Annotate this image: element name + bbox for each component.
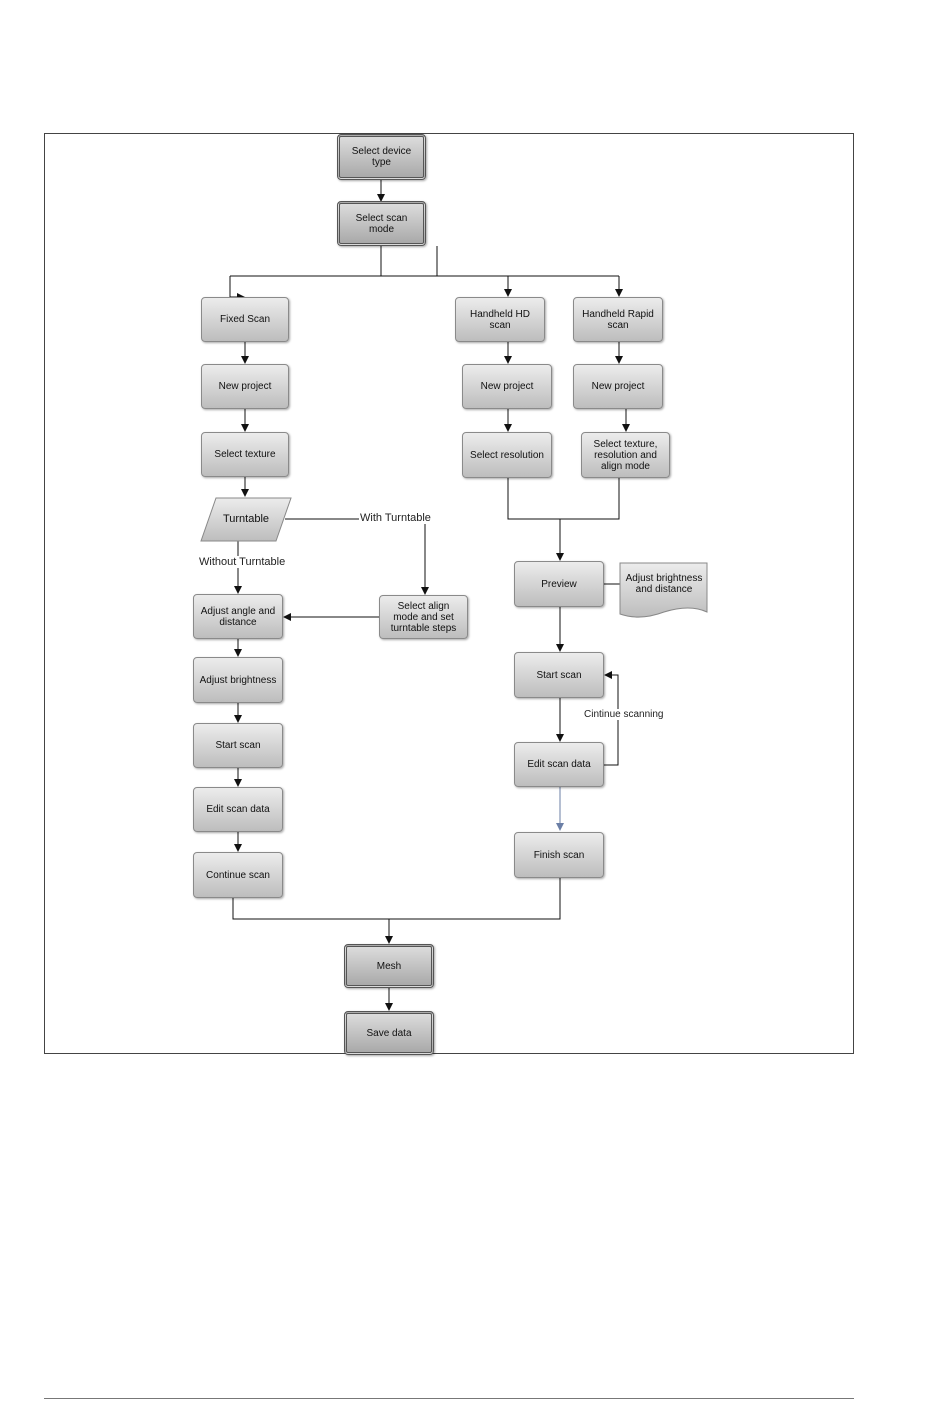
node-select-align-turntable: Select align mode and set turntable step… (379, 595, 468, 639)
node-handheld-rapid-scan: Handheld Rapid scan (573, 297, 663, 342)
node-adjust-angle-distance: Adjust angle and distance (193, 594, 283, 639)
node-start-scan-handheld: Start scan (514, 652, 604, 698)
node-continue-scan: Continue scan (193, 852, 283, 898)
node-select-texture: Select texture (201, 432, 289, 477)
node-adjust-brightness-distance: Adjust brightness and distance (625, 573, 703, 595)
diagram-frame (44, 133, 854, 1054)
node-turntable: Turntable (222, 513, 270, 525)
node-fixed-scan: Fixed Scan (201, 297, 289, 342)
node-select-scan-mode: Select scan mode (337, 201, 426, 246)
edge-label-with-turntable: With Turntable (359, 512, 432, 524)
node-adjust-brightness: Adjust brightness (193, 657, 283, 703)
node-select-resolution: Select resolution (462, 432, 552, 478)
edge-label-continue-scanning: Cintinue scanning (583, 709, 665, 720)
node-new-project-hd: New project (462, 364, 552, 409)
footer-rule (44, 1398, 854, 1399)
node-select-device-type: Select device type (337, 134, 426, 180)
node-start-scan-fixed: Start scan (193, 723, 283, 768)
node-edit-scan-data-fixed: Edit scan data (193, 787, 283, 832)
turntable-shape (200, 497, 292, 542)
node-new-project-fixed: New project (201, 364, 289, 409)
node-mesh: Mesh (344, 944, 434, 988)
node-new-project-rapid: New project (573, 364, 663, 409)
node-edit-scan-data-handheld: Edit scan data (514, 742, 604, 787)
node-save-data: Save data (344, 1011, 434, 1055)
node-handheld-hd-scan: Handheld HD scan (455, 297, 545, 342)
node-preview: Preview (514, 561, 604, 607)
node-finish-scan: Finish scan (514, 832, 604, 878)
edge-label-without-turntable: Without Turntable (198, 556, 287, 568)
document-shape (619, 562, 708, 618)
node-select-texture-resolution-align: Select texture, resolution and align mod… (581, 432, 670, 478)
